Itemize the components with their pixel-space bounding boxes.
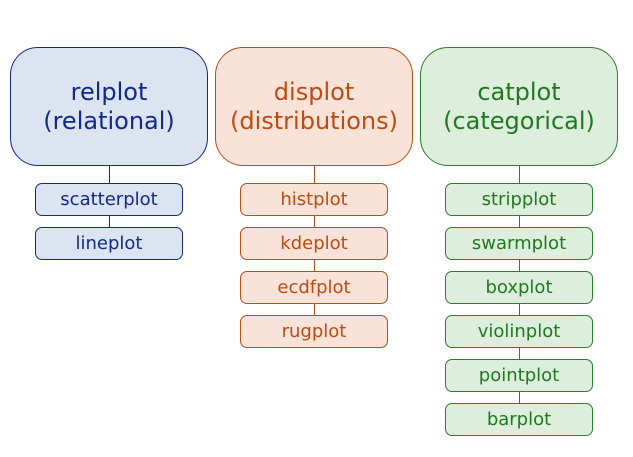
relational-column: relplot (relational) scatterplot lineplo… [10, 0, 208, 457]
catplot-subtitle: (categorical) [443, 106, 595, 135]
histplot-box: histplot [240, 183, 388, 216]
displot-subtitle: (distributions) [230, 106, 398, 135]
rugplot-box: rugplot [240, 315, 388, 348]
distributions-column: displot (distributions) histplot kdeplot… [215, 0, 413, 457]
relplot-subtitle: (relational) [43, 106, 175, 135]
relplot-box: relplot (relational) [10, 47, 208, 166]
ecdfplot-box: ecdfplot [240, 271, 388, 304]
barplot-box: barplot [445, 403, 593, 436]
violinplot-box: violinplot [445, 315, 593, 348]
lineplot-box: lineplot [35, 227, 183, 260]
catplot-title: catplot [477, 77, 561, 106]
displot-title: displot [273, 77, 355, 106]
categorical-column: catplot (categorical) stripplot swarmplo… [420, 0, 618, 457]
swarmplot-box: swarmplot [445, 227, 593, 260]
kdeplot-box: kdeplot [240, 227, 388, 260]
catplot-box: catplot (categorical) [420, 47, 618, 166]
pointplot-box: pointplot [445, 359, 593, 392]
boxplot-box: boxplot [445, 271, 593, 304]
displot-box: displot (distributions) [215, 47, 413, 166]
scatterplot-box: scatterplot [35, 183, 183, 216]
relplot-title: relplot [70, 77, 148, 106]
stripplot-box: stripplot [445, 183, 593, 216]
